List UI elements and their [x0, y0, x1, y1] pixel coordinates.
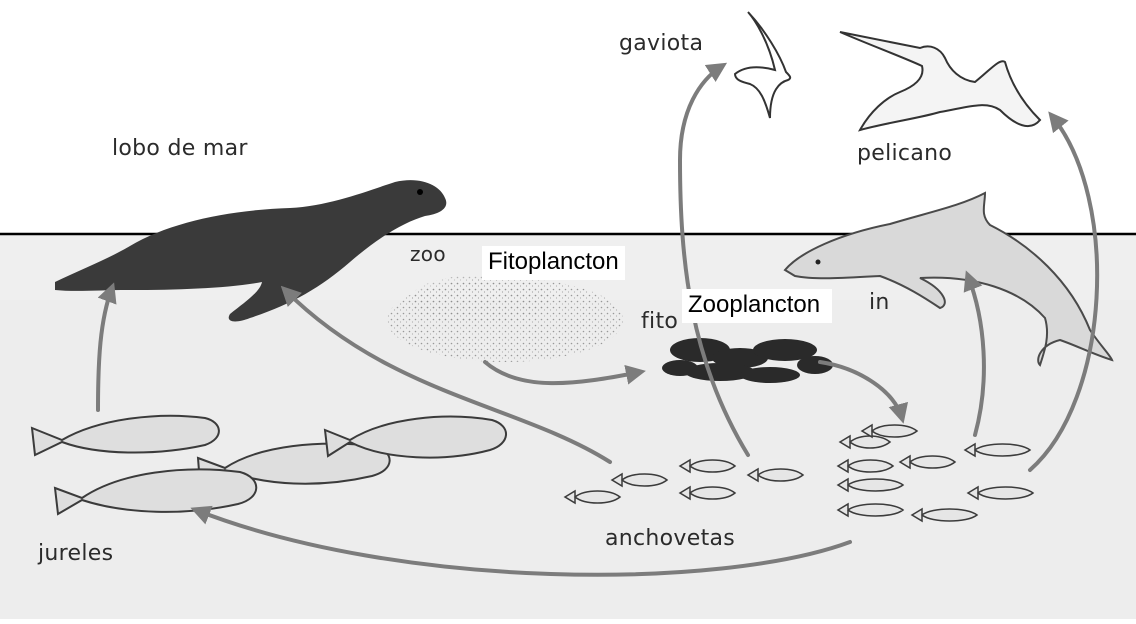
label-jureles: jureles [38, 543, 113, 565]
label-gaviota: gaviota [619, 33, 703, 55]
label-delfin-partial: in [869, 292, 890, 314]
label-pelicano: pelicano [857, 143, 952, 165]
sky-area [0, 0, 1136, 234]
label-fito-partial: fito [641, 311, 678, 333]
overlay-zooplancton: Zooplancton [682, 289, 832, 323]
label-zoo-partial: zoo [410, 244, 446, 264]
label-anchovetas: anchovetas [605, 528, 735, 550]
label-lobo-de-mar: lobo de mar [112, 138, 248, 160]
overlay-fitoplancton: Fitoplancton [482, 246, 625, 280]
